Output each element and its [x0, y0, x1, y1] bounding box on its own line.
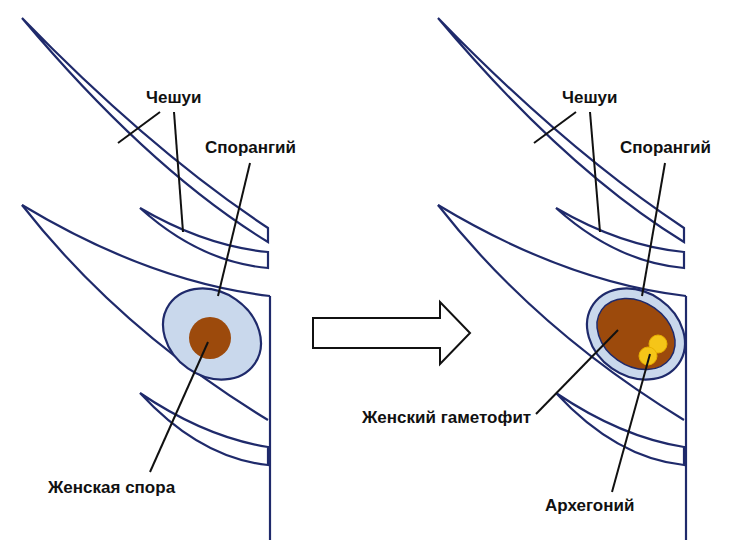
sporangium-label: Спорангий	[620, 138, 711, 158]
right-scales	[438, 18, 686, 540]
transition-arrow	[313, 302, 470, 364]
sporangium-label: Спорангий	[205, 138, 296, 158]
sporangium	[569, 270, 702, 398]
spore-label: Женская спора	[48, 478, 175, 498]
left-scales	[22, 18, 270, 540]
gametophyte-label: Женский гаметофит	[362, 408, 531, 428]
scale-label: Чешуи	[146, 88, 201, 108]
scale-label: Чешуи	[562, 88, 617, 108]
female-spore	[189, 317, 231, 359]
female-gametophyte	[583, 284, 689, 385]
archegonium-label: Архегоний	[545, 496, 634, 516]
leader-lines	[118, 112, 665, 492]
sporangium	[145, 270, 278, 398]
